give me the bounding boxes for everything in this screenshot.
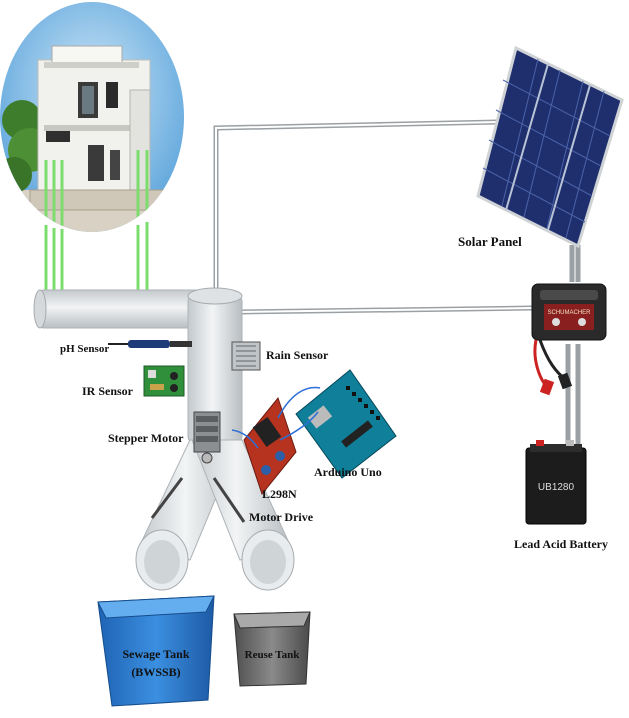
- motor-drive-label-line1: L298N: [262, 487, 297, 501]
- ir-sensor-label: IR Sensor: [82, 384, 134, 398]
- reuse-tank-label: Reuse Tank: [245, 649, 301, 661]
- ir-sensor-device: [143, 365, 185, 397]
- motor-drive-label-line2: Motor Drive: [249, 510, 314, 524]
- reuse-tank: [233, 611, 311, 687]
- signal-wires: [231, 386, 321, 449]
- arduino-uno-label: Arduino Uno: [314, 465, 382, 479]
- rain-sensor-label: Rain Sensor: [266, 348, 329, 362]
- arduino-uno-board: [295, 369, 397, 479]
- ph-sensor-label: pH Sensor: [60, 343, 109, 355]
- pipe-network: [33, 287, 295, 591]
- lead-acid-battery-device: UB1280: [525, 440, 587, 525]
- l298n-driver-board: [243, 396, 297, 496]
- battery-label: Lead Acid Battery: [514, 537, 608, 551]
- sewage-tank: [97, 595, 215, 707]
- battery-model-text: UB1280: [538, 482, 575, 493]
- stepper-motor-label: Stepper Motor: [108, 431, 184, 445]
- sewage-tank-label-line1: Sewage Tank: [122, 647, 189, 661]
- ph-sensor-device: [108, 340, 192, 348]
- rain-sensor-device: [231, 341, 261, 371]
- charger-brand-text: SCHUMACHER: [547, 310, 591, 316]
- battery-charger-device: SCHUMACHER: [531, 283, 607, 396]
- solar-panel-label: Solar Panel: [458, 234, 522, 249]
- house-illustration: [0, 2, 184, 292]
- sewage-tank-label-line2: (BWSSB): [131, 665, 180, 679]
- solar-panel-device: [476, 45, 624, 249]
- stepper-motor-device: [193, 411, 221, 464]
